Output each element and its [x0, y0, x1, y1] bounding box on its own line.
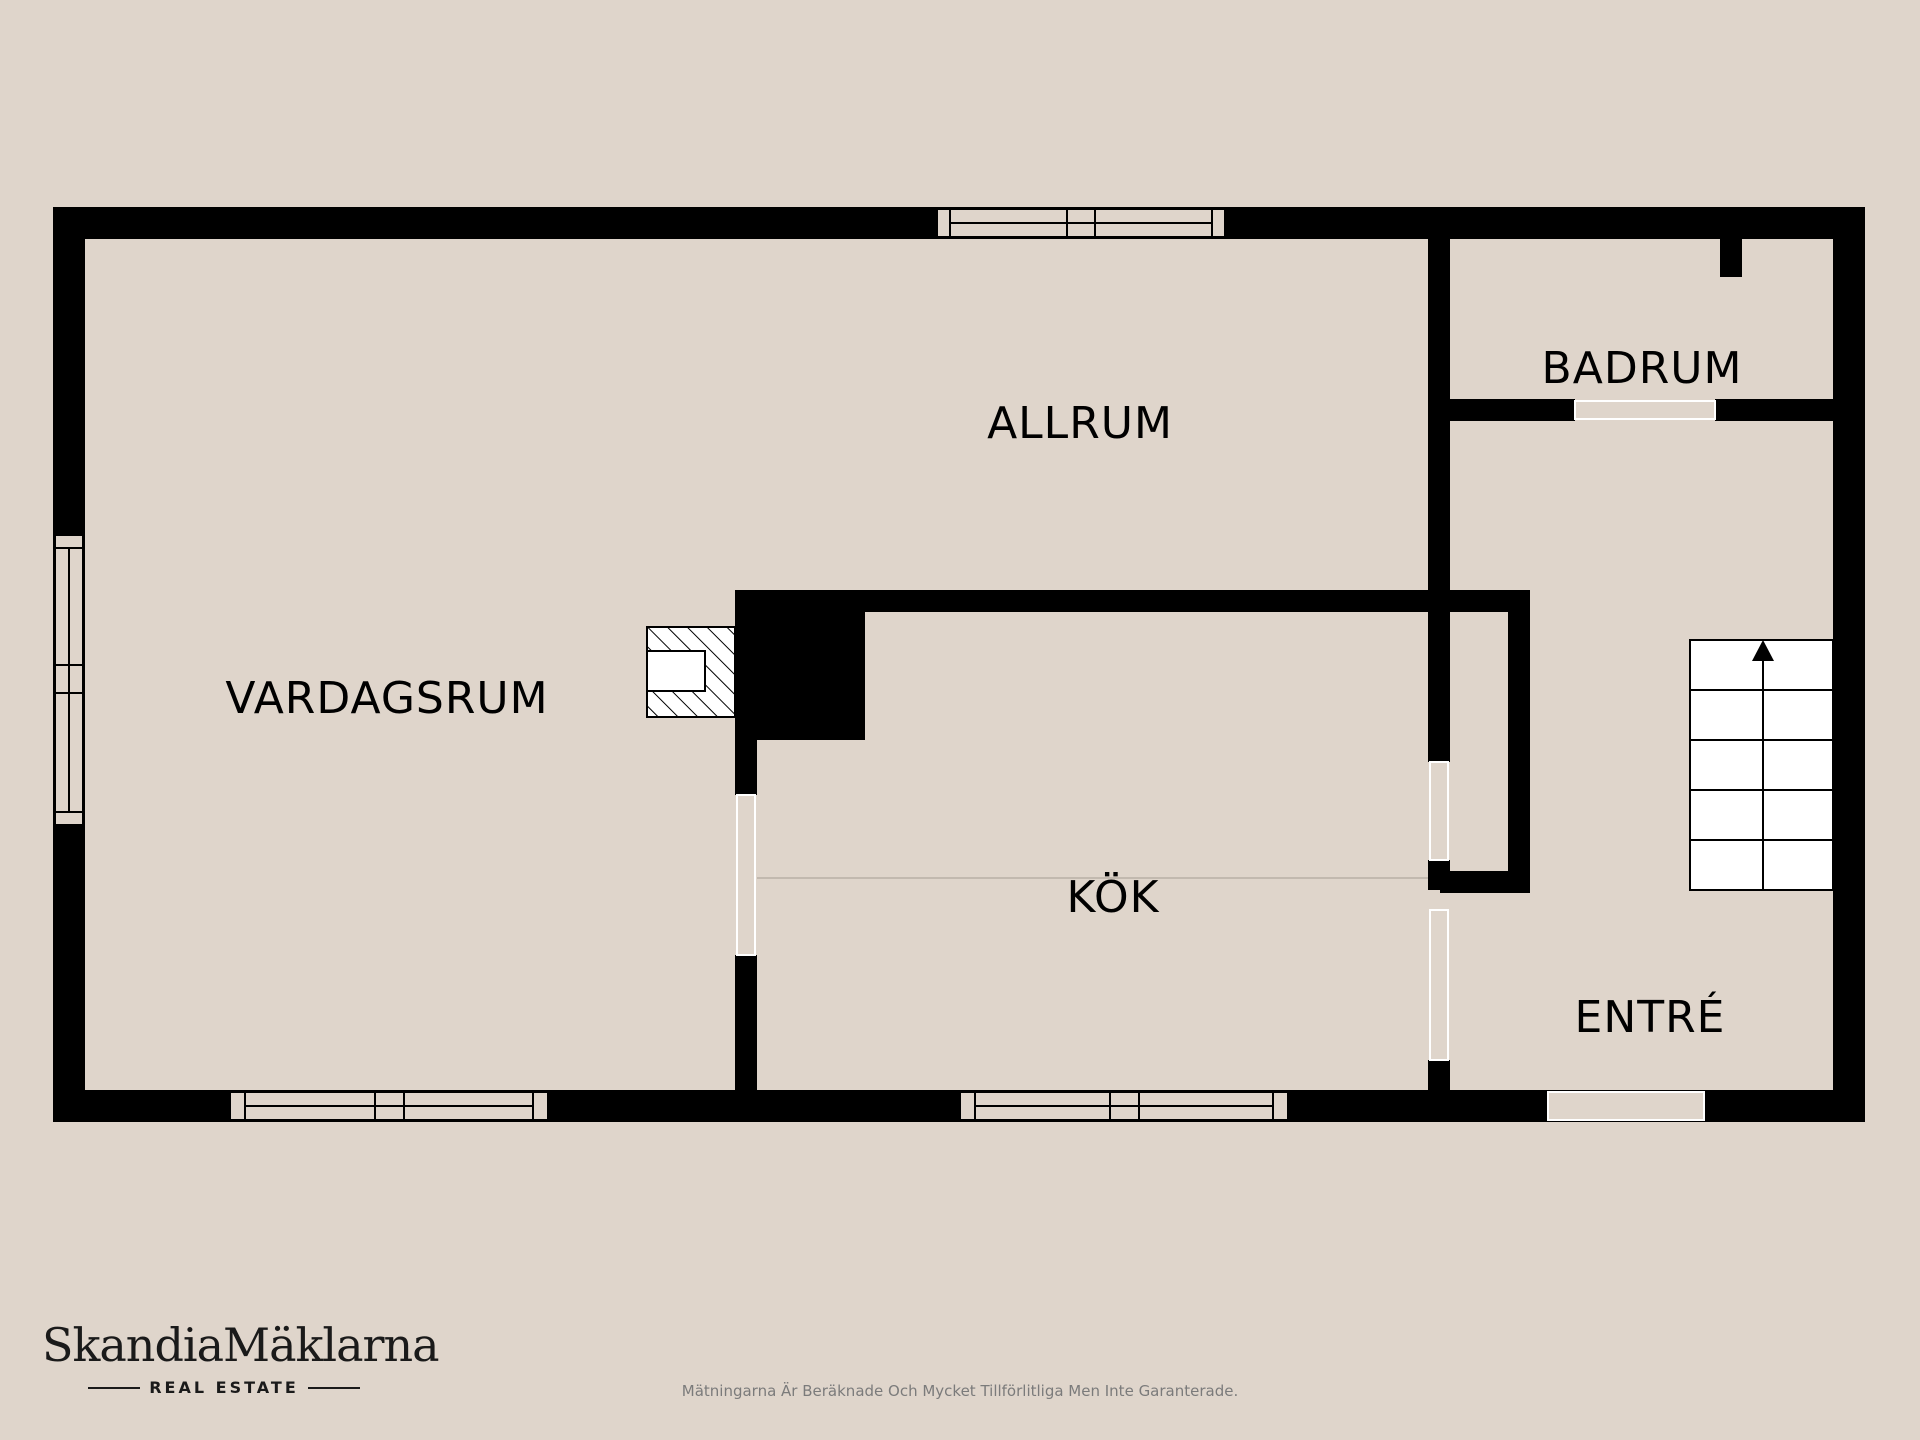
room-label-badrum: BADRUM: [1542, 343, 1743, 394]
chimney-block: [735, 590, 865, 740]
measurement-disclaimer: Mätningarna Är Beräknade Och Mycket Till…: [681, 1382, 1239, 1400]
brand-tagline: REAL ESTATE: [149, 1378, 299, 1397]
door-vardagsrum-kok: [736, 794, 756, 956]
room-label-kok: KÖK: [1067, 871, 1160, 923]
tagline-rule-left: [88, 1386, 140, 1389]
brand-tagline-row: REAL ESTATE: [88, 1378, 360, 1397]
windows: [54, 208, 1289, 1121]
staircase-icon: [1689, 639, 1834, 891]
door-kok-lower: [1429, 909, 1449, 1061]
brand-logo: SkandiaMäklarna: [42, 1318, 440, 1372]
room-label-vardagsrum: VARDAGSRUM: [225, 673, 548, 724]
door-badrum: [1574, 400, 1716, 420]
door-openings: [736, 400, 1716, 1121]
room-label-entre: ENTRÉ: [1575, 990, 1726, 1043]
stair-direction-arrow-icon: [1752, 640, 1774, 661]
room-label-allrum: ALLRUM: [987, 398, 1173, 449]
tagline-rule-right: [307, 1386, 360, 1389]
door-entre: [1547, 1091, 1705, 1121]
window-top: [936, 208, 1226, 238]
fireplace-icon: [646, 626, 736, 718]
window-left: [54, 534, 84, 826]
door-kok-upper: [1429, 761, 1449, 861]
window-bottom-kitchen: [959, 1091, 1289, 1121]
window-bottom-left: [229, 1091, 549, 1121]
interior-walls: [735, 207, 1845, 1100]
